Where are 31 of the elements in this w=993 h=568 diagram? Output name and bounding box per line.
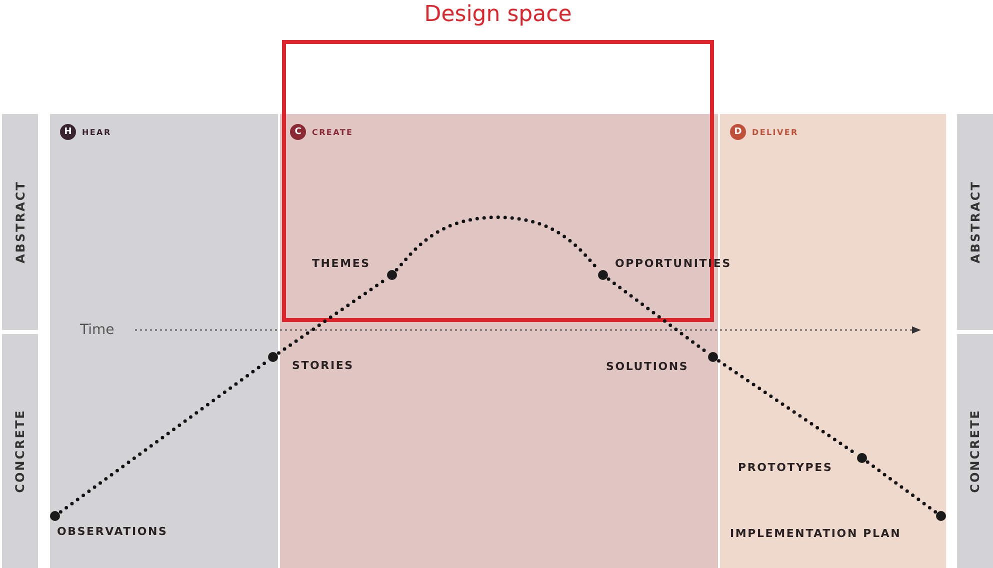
axis-label: CONCRETE (968, 409, 982, 493)
curve-point (708, 352, 718, 362)
dotted-curve (866, 460, 938, 514)
phase-title: DELIVER (752, 128, 798, 136)
curve-point (50, 511, 60, 521)
design-space-heading: Design space (424, 2, 572, 27)
curve-point (268, 352, 278, 362)
curve-point (598, 270, 608, 280)
curve-point (857, 453, 867, 463)
letter-badge-icon: H (60, 124, 76, 140)
letter-badge-icon: C (290, 124, 306, 140)
stage-label: IMPLEMENTATION PLAN (730, 527, 902, 540)
stage-label: STORIES (292, 359, 354, 372)
phase-band (50, 114, 278, 568)
letter-badge-icon: D (730, 124, 746, 140)
curve-point (936, 511, 946, 521)
phase-title: CREATE (312, 128, 354, 136)
axis-label: ABSTRACT (968, 180, 982, 264)
stage-label: THEMES (312, 257, 370, 270)
curve-point (387, 270, 397, 280)
axis-label: ABSTRACT (13, 180, 27, 264)
stage-label: OBSERVATIONS (57, 525, 168, 538)
stage-label: SOLUTIONS (606, 360, 689, 373)
axis-band (2, 334, 38, 568)
axis-band (957, 334, 993, 568)
time-label: Time (80, 322, 114, 338)
stage-label: PROTOTYPES (738, 461, 833, 474)
axis-band (2, 114, 38, 330)
phase-title: HEAR (82, 128, 112, 136)
axis-band (957, 114, 993, 330)
axis-label: CONCRETE (13, 409, 27, 493)
